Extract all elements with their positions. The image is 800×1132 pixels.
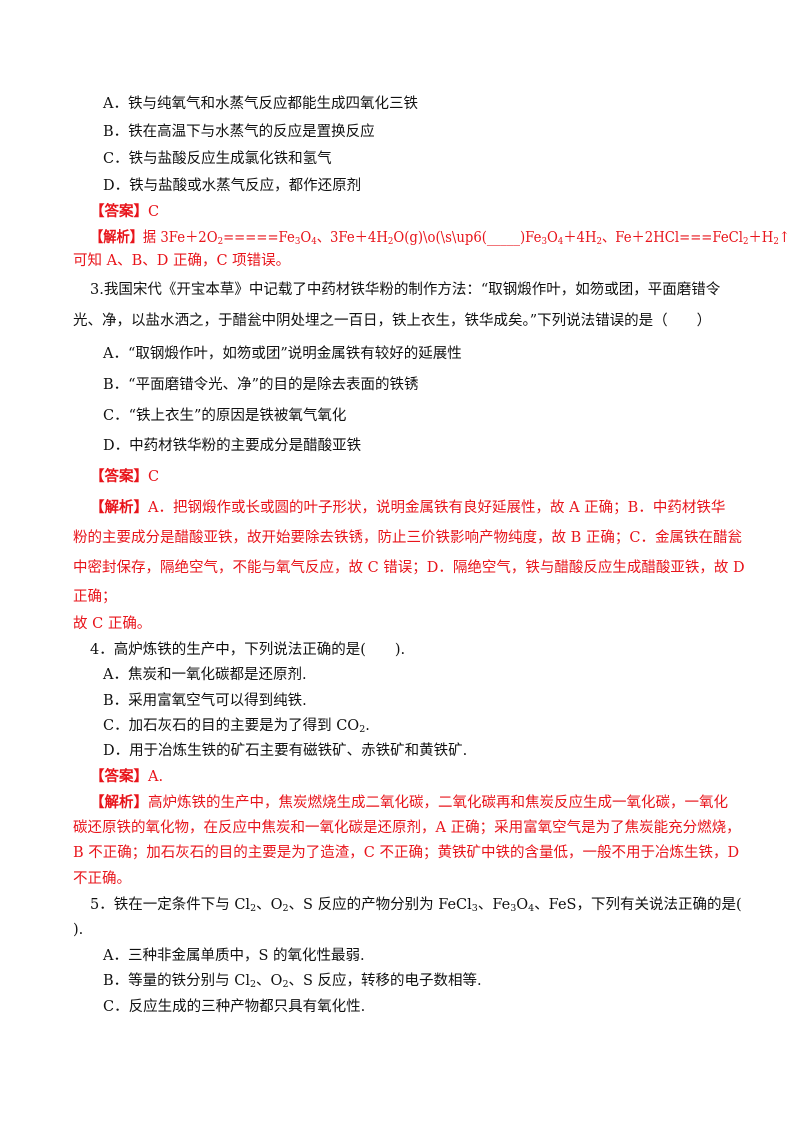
q4-analysis-line-4: 不正确。	[73, 871, 131, 887]
answer-value: C	[148, 204, 160, 220]
answer-value: C	[148, 469, 160, 485]
q3-analysis-line-5: 故 C 正确。	[73, 616, 152, 632]
q3-option-c: C．“铁上衣生”的原因是铁被氧气氧化	[103, 408, 347, 424]
q2-analysis-line-1: 【解析】据 3Fe＋2O2=====Fe3O4、3Fe＋4H2O(g)\o(\s…	[90, 229, 790, 247]
q5-stem-line-1: 5．铁在一定条件下与 Cl2、O2、S 反应的产物分别为 FeCl3、Fe3O4…	[90, 897, 742, 914]
q3-option-a: A．“取钢煅作叶，如笏或团”说明金属铁有较好的延展性	[103, 346, 462, 362]
q5-option-c: C．反应生成的三种产物都只具有氧化性.	[103, 999, 366, 1015]
answer-label: 【答案】	[90, 768, 148, 785]
q4-option-d: D．用于冶炼生铁的矿石主要有磁铁矿、赤铁矿和黄铁矿.	[103, 743, 468, 759]
answer-label: 【答案】	[90, 203, 148, 220]
q5-stem-line-2: ).	[73, 922, 84, 938]
q3-stem-line-2: 光、净，以盐水洒之，于醋瓮中阴处埋之一百日，铁上衣生，铁华成矣。”下列说法错误的…	[73, 313, 712, 329]
q5-option-b: B．等量的铁分别与 Cl2、O2、S 反应，转移的电子数相等.	[103, 973, 482, 990]
q4-answer: 【答案】A.	[90, 767, 163, 787]
q2-option-c: C．铁与盐酸反应生成氯化铁和氢气	[103, 151, 332, 167]
answer-label: 【答案】	[90, 468, 148, 485]
q2-analysis-line-2: 可知 A、B、D 正确，C 项错误。	[73, 253, 291, 269]
analysis-label: 【解析】	[90, 229, 143, 246]
q3-analysis-line-3: 中密封保存，隔绝空气，不能与氧气反应，故 C 错误；D．隔绝空气，铁与醋酸反应生…	[73, 560, 745, 576]
q3-option-b: B．“平面磨错令光、净”的目的是除去表面的铁锈	[103, 377, 419, 393]
q4-option-c: C．加石灰石的目的主要是为了得到 CO2.	[103, 718, 370, 735]
q4-stem: 4．高炉炼铁的生产中，下列说法正确的是( ).	[90, 642, 406, 658]
q3-analysis-line-2: 粉的主要成分是醋酸亚铁，故开始要除去铁锈，防止三价铁影响产物纯度，故 B 正确；…	[73, 530, 742, 546]
q4-option-a: A．焦炭和一氧化碳都是还原剂.	[103, 667, 307, 683]
q4-analysis-line-2: 碳还原铁的氧化物，在反应中焦炭和一氧化碳是还原剂，A 正确；采用富氧空气是为了焦…	[73, 820, 741, 836]
q3-answer: 【答案】C	[90, 467, 159, 487]
q3-analysis-line-1: 【解析】A．把钢煅作或长或圆的叶子形状，说明金属铁有良好延展性，故 A 正确；B…	[90, 499, 726, 516]
q3-analysis-line-4: 正确；	[73, 589, 117, 605]
q3-stem-line-1: 3.我国宋代《开宝本草》中记载了中药材铁华粉的制作方法：“取钢煅作叶，如笏或团，…	[90, 282, 721, 298]
q4-option-b: B．采用富氧空气可以得到纯铁.	[103, 693, 307, 709]
q2-answer: 【答案】C	[90, 202, 159, 222]
analysis-label: 【解析】	[90, 499, 148, 516]
q2-option-b: B．铁在高温下与水蒸气的反应是置换反应	[103, 124, 375, 140]
q4-analysis-line-1: 【解析】高炉炼铁的生产中，焦炭燃烧生成二氧化碳，二氧化碳再和焦炭反应生成一氧化碳…	[90, 794, 728, 811]
answer-value: A.	[148, 769, 164, 785]
q5-option-a: A．三种非金属单质中，S 的氧化性最弱.	[103, 948, 365, 964]
analysis-label: 【解析】	[90, 794, 148, 811]
q2-option-d: D．铁与盐酸或水蒸气反应，都作还原剂	[103, 178, 362, 194]
q2-option-a: A．铁与纯氧气和水蒸气反应都能生成四氧化三铁	[103, 96, 418, 112]
q4-analysis-line-3: B 不正确；加石灰石的目的主要是为了造渣，C 不正确；黄铁矿中铁的含量低，一般不…	[73, 845, 740, 861]
q3-option-d: D．中药材铁华粉的主要成分是醋酸亚铁	[103, 438, 362, 454]
